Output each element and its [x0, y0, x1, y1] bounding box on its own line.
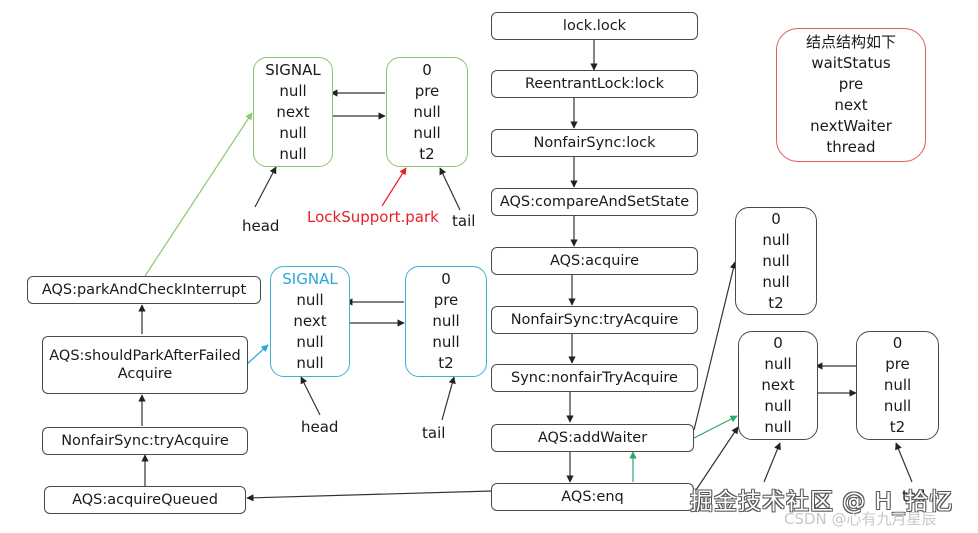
- step-label: AQS:compareAndSetState: [499, 194, 690, 210]
- step-parkandcheckinterrupt: AQS:parkAndCheckInterrupt: [27, 276, 261, 304]
- step-label: NonfairSync:lock: [533, 135, 656, 151]
- field: next: [293, 312, 327, 330]
- step-label: AQS:shouldParkAfterFailedAcquire: [49, 348, 241, 382]
- field: null: [762, 272, 790, 291]
- step-aqs-acquire: AQS:acquire: [491, 247, 698, 275]
- arrow-addwaiter-to-single: [693, 261, 737, 431]
- legend-field: nextWaiter: [810, 117, 892, 135]
- field: null: [413, 102, 441, 121]
- arrow-green-tail-pointer: [439, 167, 461, 211]
- right-tail-node: 0 pre null null t2: [856, 331, 939, 440]
- right-tail-label: tail: [902, 487, 926, 505]
- step-shouldparkafterfailedacquire: AQS:shouldParkAfterFailedAcquire: [42, 336, 248, 394]
- field: null: [296, 333, 324, 351]
- field: null: [296, 291, 324, 309]
- field: null: [764, 397, 792, 415]
- arrow-shouldpark-to-blue-head: [245, 344, 269, 366]
- field: null: [764, 355, 792, 373]
- step-label: AQS:acquire: [549, 253, 639, 269]
- green-tail-label: tail: [452, 212, 476, 230]
- field: t2: [419, 144, 435, 163]
- green-head-label: head: [242, 217, 280, 235]
- field: null: [279, 123, 307, 142]
- field: 0: [771, 209, 781, 228]
- field: pre: [433, 291, 459, 309]
- step-label: Sync:nonfairTryAcquire: [511, 370, 678, 386]
- arrow-enq-to-acquirequeued: [246, 490, 493, 502]
- arrow-park-to-green-head: [144, 112, 253, 277]
- legend-field: pre: [838, 75, 864, 93]
- step-label: AQS:enq: [561, 489, 624, 505]
- arrow-right-head-pointer: [763, 442, 781, 483]
- field: null: [432, 333, 460, 351]
- step-label: AQS:parkAndCheckInterrupt: [41, 282, 247, 298]
- field: pre: [885, 355, 910, 373]
- blue-tail-node: 0 pre null null t2: [405, 266, 487, 377]
- field: null: [413, 123, 441, 142]
- arrow-enq-to-right-head: [695, 426, 739, 491]
- field: pre: [414, 81, 440, 100]
- arrow-blue-tail-pointer: [441, 376, 456, 421]
- field: null: [764, 418, 792, 436]
- field: null: [762, 251, 790, 270]
- field: t2: [889, 418, 906, 436]
- field: null: [432, 312, 460, 330]
- blue-tail-label: tail: [422, 424, 446, 442]
- field: t2: [438, 354, 454, 372]
- step-label: AQS:acquireQueued: [72, 492, 218, 508]
- arrow-green-head-pointer: [254, 166, 277, 208]
- field: SIGNAL: [282, 270, 338, 288]
- node-structure-legend: 结点结构如下 waitStatus pre next nextWaiter th…: [776, 28, 926, 162]
- field: t2: [768, 293, 784, 312]
- field: next: [276, 102, 310, 121]
- field: null: [883, 397, 912, 415]
- step-label: NonfairSync:tryAcquire: [61, 433, 229, 449]
- field: null: [279, 81, 307, 100]
- step-label: NonfairSync:tryAcquire: [510, 312, 679, 328]
- field: 0: [422, 60, 432, 79]
- right-single-node: 0 null null null t2: [735, 207, 817, 315]
- field: null: [296, 354, 324, 372]
- field: 0: [892, 334, 903, 352]
- green-tail-node: 0 pre null null t2: [386, 57, 468, 167]
- step-enq: AQS:enq: [491, 483, 694, 511]
- watermark-csdn: CSDN @心有九月星辰: [784, 510, 937, 528]
- right-head-node: 0 null next null null: [738, 331, 818, 440]
- field: 0: [441, 270, 451, 288]
- field: SIGNAL: [265, 60, 321, 79]
- blue-head-node: SIGNAL null next null null: [270, 266, 350, 377]
- legend-field: thread: [826, 138, 876, 156]
- field: null: [762, 230, 790, 249]
- step-acquirequeued: AQS:acquireQueued: [44, 486, 246, 514]
- step-label: ReentrantLock:lock: [524, 76, 665, 92]
- step-lock-lock: lock.lock: [491, 12, 698, 40]
- step-nonfairtryacquire: Sync:nonfairTryAcquire: [491, 364, 698, 392]
- step-left-tryacquire: NonfairSync:tryAcquire: [42, 427, 248, 455]
- step-addwaiter: AQS:addWaiter: [491, 424, 694, 452]
- arrow-blue-head-pointer: [300, 376, 321, 416]
- step-label: AQS:addWaiter: [537, 430, 648, 446]
- field: 0: [773, 334, 783, 352]
- watermark-juejin: 掘金技术社区 @ H_拾忆: [690, 489, 954, 515]
- blue-head-label: head: [301, 418, 339, 436]
- legend-title: 结点结构如下: [805, 33, 896, 51]
- step-nonfairsync-tryacquire: NonfairSync:tryAcquire: [491, 306, 698, 334]
- arrow-addwaiter-to-right-head: [693, 415, 738, 439]
- arrow-locksupport-park: [381, 167, 407, 207]
- arrow-right-tail-pointer: [895, 442, 913, 483]
- step-compareandsetstate: AQS:compareAndSetState: [491, 188, 698, 216]
- field: next: [761, 376, 795, 394]
- legend-field: next: [834, 96, 868, 114]
- step-label: lock.lock: [562, 18, 627, 34]
- field: null: [883, 376, 912, 394]
- locksupport-park-label: LockSupport.park: [307, 208, 439, 226]
- legend-field: waitStatus: [811, 54, 891, 72]
- step-nonfairsync-lock: NonfairSync:lock: [491, 129, 698, 157]
- field: null: [279, 144, 307, 163]
- green-head-node: SIGNAL null next null null: [253, 57, 333, 167]
- step-reentrantlock-lock: ReentrantLock:lock: [491, 70, 698, 98]
